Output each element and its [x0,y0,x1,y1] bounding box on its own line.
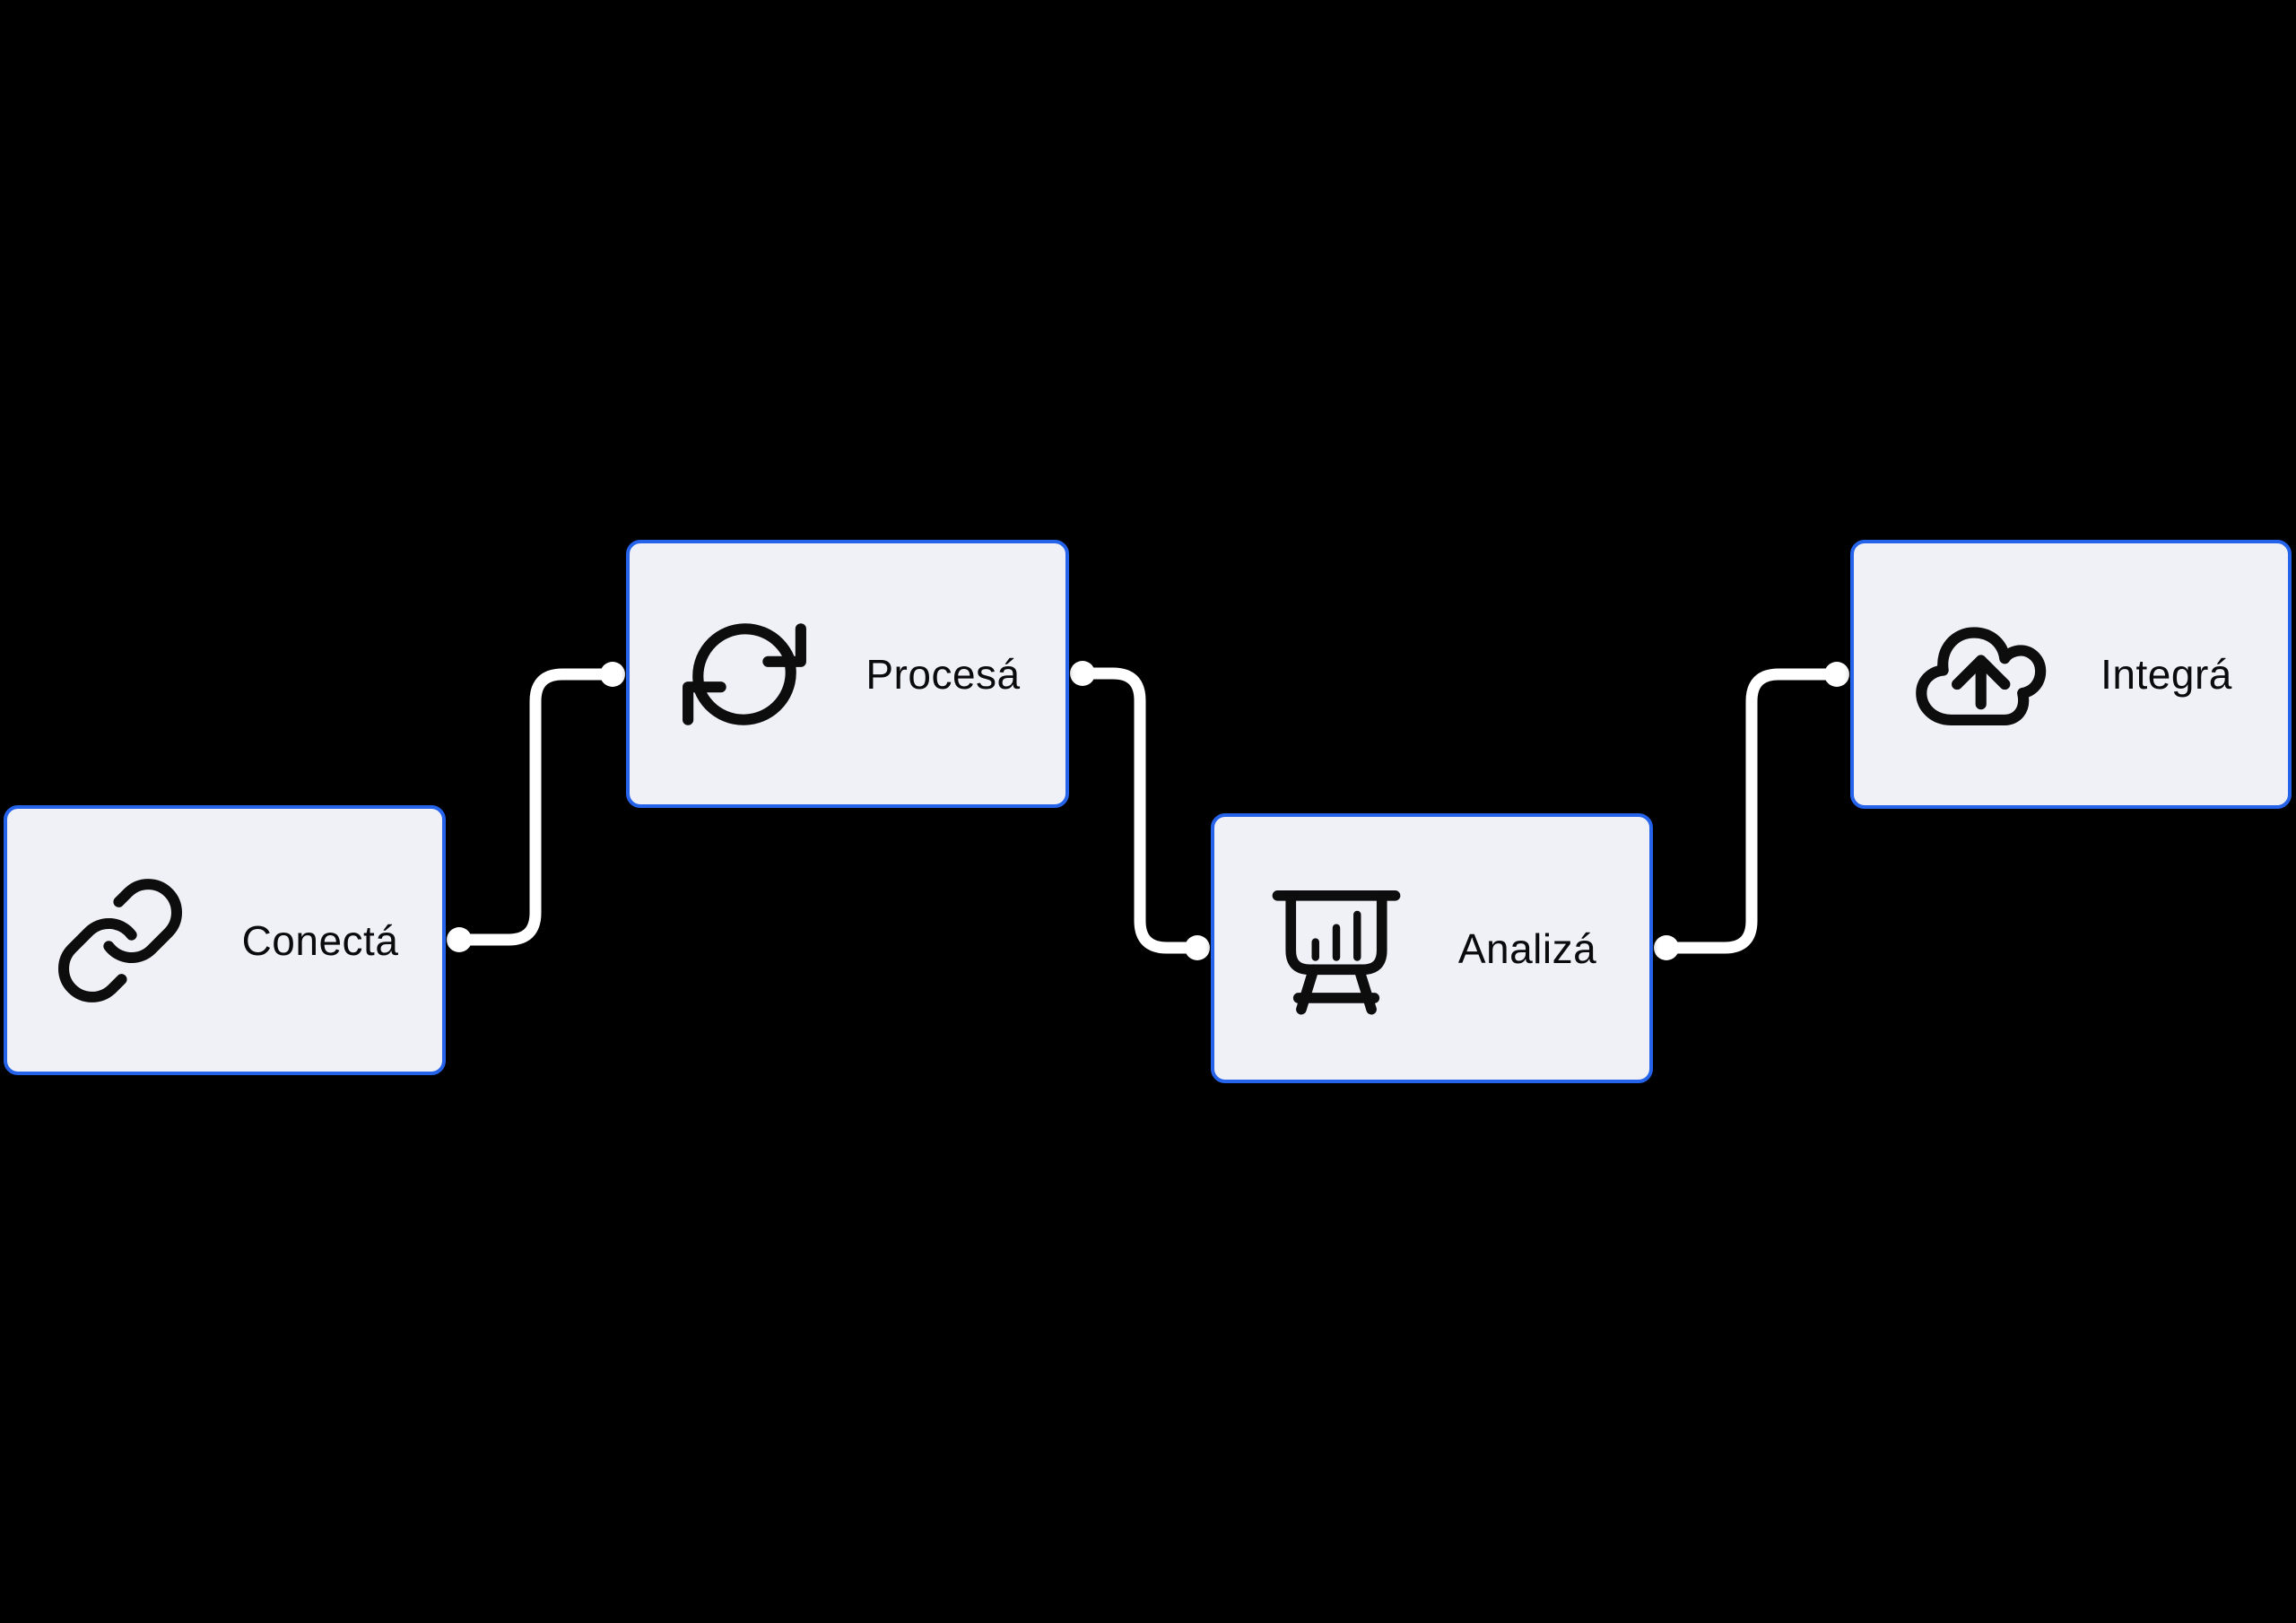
presentation-chart-icon [1267,877,1406,1020]
edge-procesa-analiza[interactable] [1083,667,1197,954]
node-label: Procesá [865,650,1021,698]
flow-node-procesa[interactable]: Procesá [626,540,1069,808]
target-handle-integra[interactable] [1824,662,1849,687]
edge-conecta-procesa[interactable] [459,668,613,946]
source-handle-analiza[interactable] [1654,935,1679,960]
source-handle-conecta[interactable] [447,927,472,952]
target-handle-analiza[interactable] [1185,935,1210,960]
flow-node-integra[interactable]: Integrá [1850,540,2292,809]
node-label: Integrá [2100,651,2232,698]
target-handle-procesa[interactable] [600,662,625,687]
source-handle-procesa[interactable] [1070,661,1095,686]
node-label: Conectá [241,916,399,964]
flow-node-conecta[interactable]: Conectá [4,805,446,1075]
sync-icon [674,603,813,746]
flow-node-analiza[interactable]: Analizá [1211,813,1653,1083]
node-label: Analizá [1457,924,1597,972]
cloud-upload-icon [1909,603,2048,746]
edge-analiza-integra[interactable] [1666,668,1837,954]
link-icon [51,869,190,1012]
